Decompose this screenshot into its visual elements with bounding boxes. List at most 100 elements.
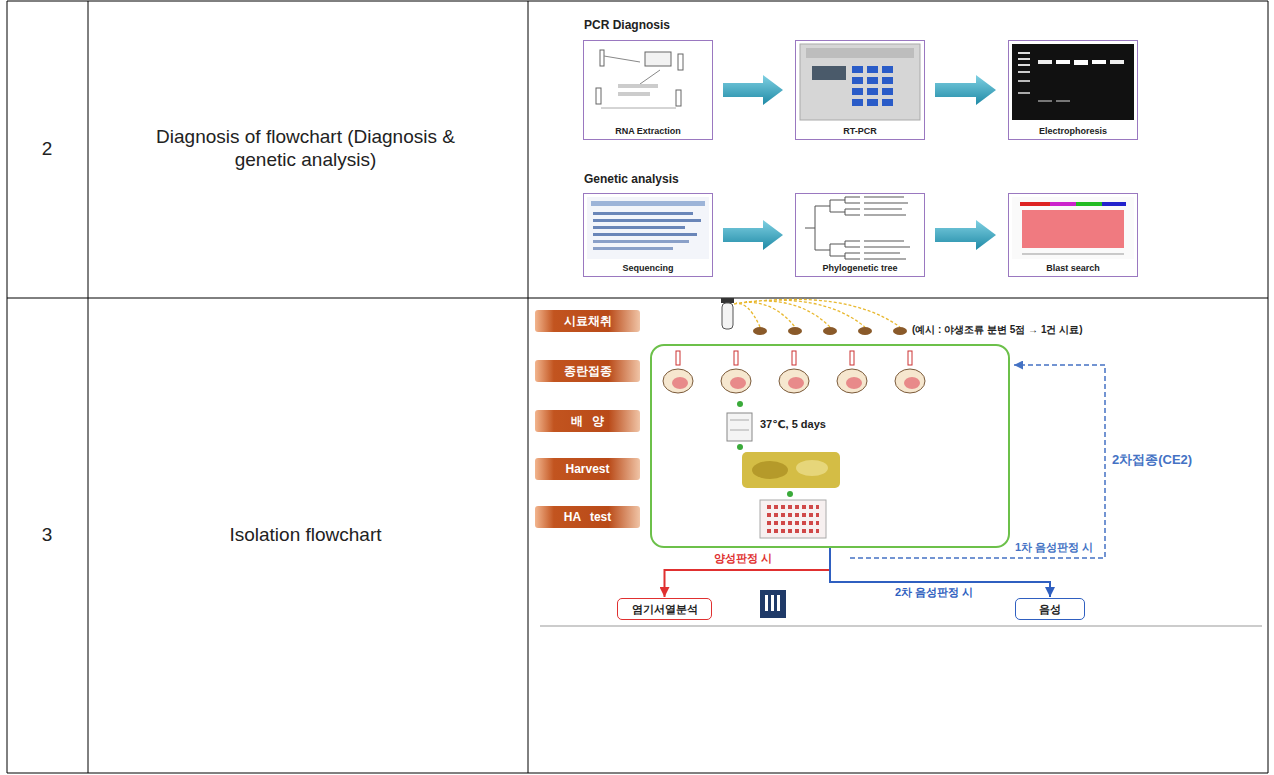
section-heading: PCR Diagnosis — [584, 18, 670, 32]
gel-band — [1038, 100, 1052, 102]
condition-text: 37℃, 5 days — [760, 418, 826, 431]
gel-band — [1056, 60, 1070, 64]
sample-curve — [734, 299, 900, 327]
step-dot — [737, 444, 743, 450]
gel-band — [1018, 64, 1030, 66]
annotation: (예시 : 야생조류 분변 5점 → 1건 시료) — [912, 324, 1083, 336]
icon-tube — [765, 595, 768, 611]
pcr-machine — [800, 44, 920, 120]
block-arrow — [935, 75, 996, 105]
stage-label: 배 양 — [571, 413, 604, 430]
tree-leaf-text — [864, 196, 904, 198]
stage-tab: 종란접종 — [535, 360, 640, 382]
sketch-text — [618, 84, 658, 88]
pcr-button — [852, 88, 863, 95]
table-line — [528, 1, 529, 773]
table-line — [1268, 1, 1269, 773]
egg — [895, 369, 925, 393]
syringe — [676, 351, 680, 365]
incubator — [727, 413, 752, 441]
row-number: 2 — [27, 138, 67, 161]
tree-leaf-text — [864, 240, 904, 242]
ha-plate — [760, 500, 826, 538]
stage-label: Harvest — [565, 462, 609, 476]
table-line — [7, 1, 1268, 2]
tree-leaf-text — [864, 214, 906, 216]
table-cell: Diagnosis of flowchart (Diagnosis & gene… — [153, 126, 458, 172]
gel-band — [1110, 60, 1124, 64]
centrifuge-sketch — [645, 52, 671, 66]
flow-arrow — [665, 548, 831, 597]
blast-key — [1076, 202, 1102, 206]
ha-wells — [767, 507, 819, 531]
pcr-button — [867, 66, 878, 73]
annotation: 2차접종(CE2) — [1112, 452, 1192, 468]
pcr-button — [852, 66, 863, 73]
egg-embryo — [672, 377, 688, 389]
stage-tab: Harvest — [535, 458, 640, 480]
blast-key — [1102, 202, 1126, 206]
tree-leaf-text — [864, 252, 900, 254]
egg — [663, 369, 693, 393]
sketch-line — [604, 56, 640, 62]
table-line — [7, 773, 1268, 774]
feces-dot — [788, 327, 802, 335]
tube-sketch — [596, 88, 601, 104]
pcr-button — [882, 88, 893, 95]
tree-leaf-text — [864, 258, 906, 260]
tube-cap — [721, 298, 734, 303]
incubator-shelf — [730, 430, 749, 431]
screenshot-box: RNA Extraction — [583, 40, 713, 140]
screenshot-caption: Phylogenetic tree — [822, 263, 897, 273]
pcr-button — [882, 99, 893, 106]
sequence-row — [593, 219, 701, 222]
stage-label: 시료채취 — [564, 313, 612, 330]
screenshot-box: Phylogenetic tree — [795, 193, 925, 277]
annotation: 1차 음성판정 시 — [1015, 541, 1093, 554]
block-arrow — [935, 220, 996, 250]
gel-band — [1018, 80, 1030, 82]
egg — [721, 369, 751, 393]
screenshot-box: Blast search — [1008, 193, 1138, 277]
stage-label: 종란접종 — [564, 363, 612, 380]
result-box: 음성 — [1015, 598, 1085, 620]
sequence-row — [593, 212, 693, 215]
sample-tube — [722, 303, 733, 329]
edge-label: 2차 음성판정 시 — [893, 586, 975, 599]
base-line — [540, 626, 1262, 627]
gel-band — [1018, 71, 1030, 73]
egg-embryo — [788, 377, 804, 389]
table-line — [7, 1, 8, 773]
syringe — [850, 351, 854, 365]
screenshot-caption: RT-PCR — [843, 126, 877, 136]
icon-tube — [777, 595, 780, 611]
gel-band — [1018, 52, 1030, 54]
tree-leaf-text — [864, 246, 910, 248]
table-line — [88, 1, 89, 773]
screenshot-caption: Electrophoresis — [1039, 126, 1107, 136]
pcr-button — [867, 88, 878, 95]
result-box: 염기서열분석 — [617, 598, 712, 620]
gel-band — [1018, 58, 1030, 60]
stage-tab: 배 양 — [535, 410, 640, 432]
process-group: 37℃, 5 days — [650, 344, 1010, 548]
blast-axis — [1022, 254, 1124, 255]
sequence-screen — [587, 197, 709, 259]
screenshot-caption: Blast search — [1046, 263, 1100, 273]
gel-band — [1018, 92, 1030, 94]
screenshot-caption: RNA Extraction — [615, 126, 681, 136]
edge-label: 양성판정 시 — [712, 552, 774, 565]
tube-sketch — [678, 54, 683, 70]
step-dot — [787, 491, 793, 497]
feces-dot — [823, 327, 837, 335]
sequence-row — [593, 240, 689, 243]
egg-embryo — [730, 377, 746, 389]
step-dot — [737, 401, 743, 407]
pcr-button — [852, 77, 863, 84]
sketch-line — [601, 108, 676, 109]
sequence-row — [593, 233, 697, 236]
sequence-row — [591, 201, 705, 206]
